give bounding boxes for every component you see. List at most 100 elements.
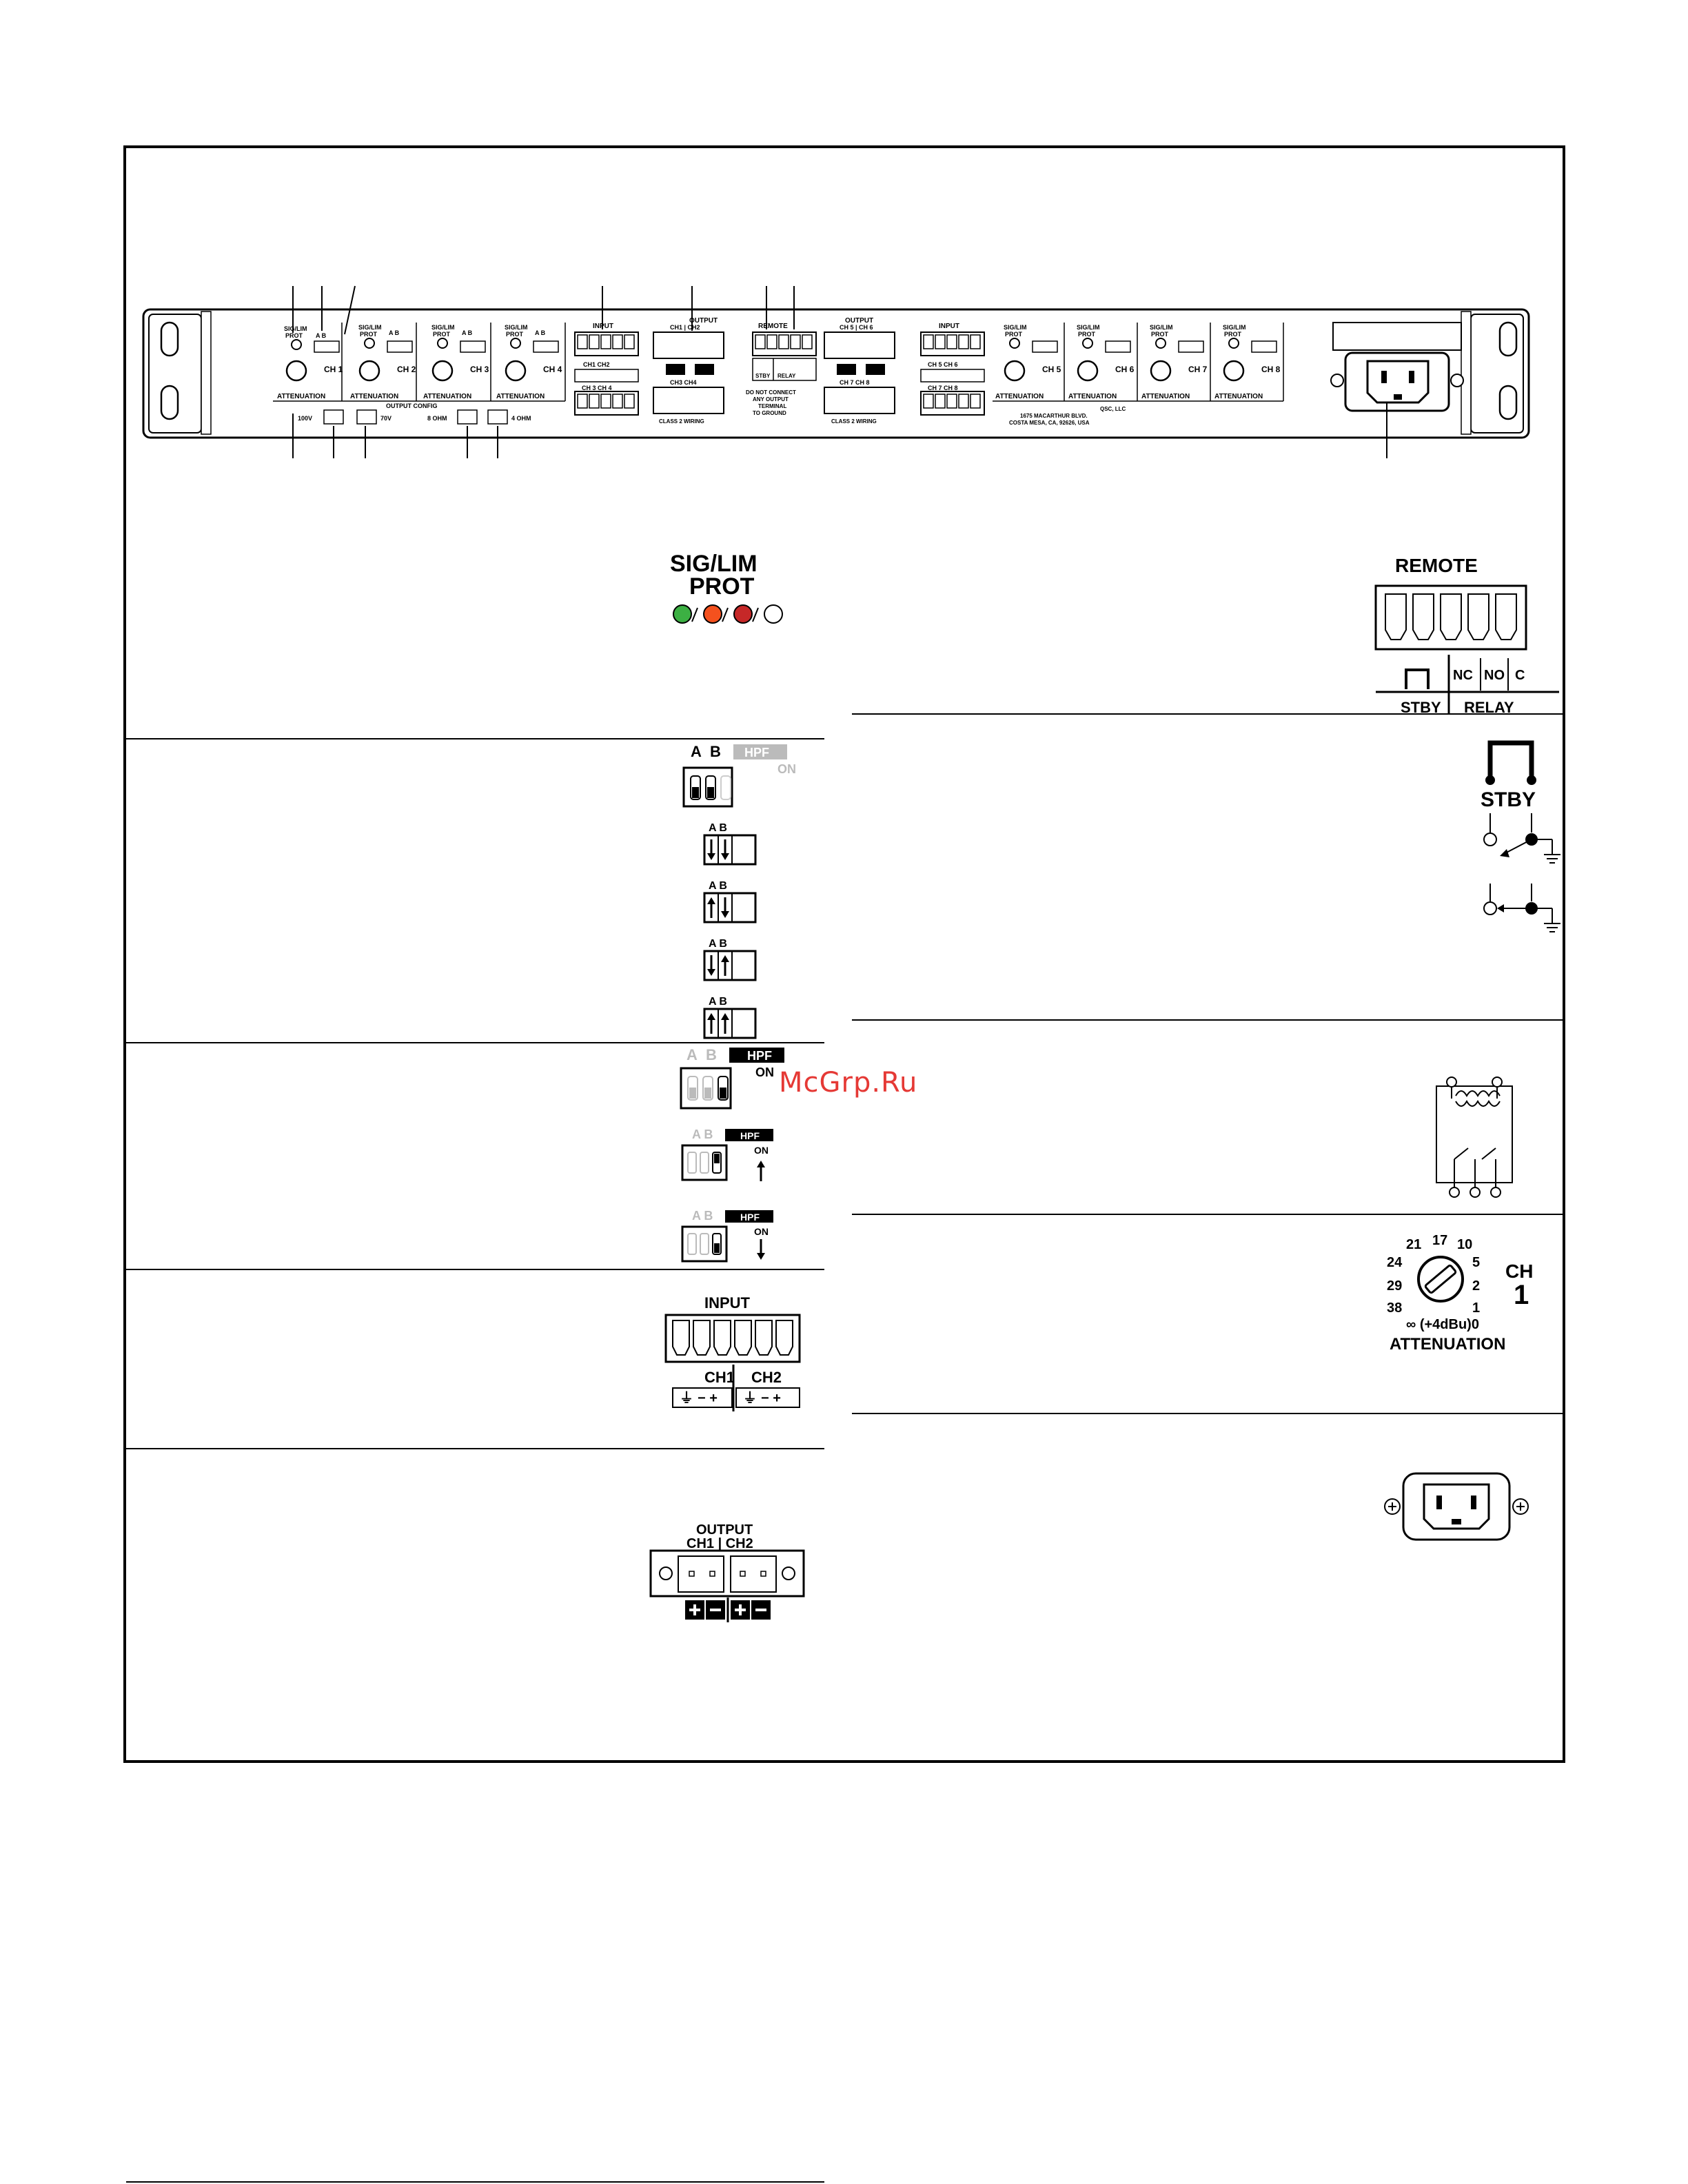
svg-text:TERMINAL: TERMINAL: [758, 403, 786, 409]
svg-text:A B: A B: [316, 332, 327, 339]
svg-text:PROT: PROT: [1151, 331, 1169, 338]
section-dividers: [126, 713, 1563, 1449]
svg-text:RELAY: RELAY: [777, 373, 796, 379]
panel-ch4-label: CH 4: [543, 365, 562, 374]
panel-remote: REMOTE STBY RELAY DO NOT CONNECT ANY OUT…: [746, 323, 817, 416]
input-ch2-label: CH2: [751, 1369, 782, 1386]
panel-ch2-label: CH 2: [397, 365, 416, 374]
panel-siglim-label-ch2: SIG/LIM: [358, 324, 382, 331]
svg-text:ATTENUATION: ATTENUATION: [350, 393, 398, 400]
svg-text:4 OHM: 4 OHM: [511, 415, 531, 422]
panel-output-config-label: OUTPUT CONFIG: [386, 402, 438, 409]
panel-output-left: OUTPUT CH1 | CH2 CH3 CH4 CLASS 2 WIRING: [653, 317, 724, 425]
remote-section: REMOTE STBY RELAY NC NO C: [1374, 555, 1559, 716]
siglim-section: SIG/LIM PROT: [670, 551, 783, 624]
svg-text:DO NOT CONNECT: DO NOT CONNECT: [746, 389, 796, 396]
svg-text:A: A: [687, 1046, 698, 1063]
svg-text:HPF: HPF: [744, 746, 769, 759]
svg-text:ON: ON: [777, 762, 796, 776]
panel-ch8-label: CH 8: [1261, 365, 1281, 374]
led-orange: [703, 604, 722, 624]
svg-text:SIG/LIM: SIG/LIM: [1223, 324, 1246, 331]
svg-text:B: B: [706, 1046, 717, 1063]
panel-channel-group-right: SIG/LIM PROT CH 5 ATTENUATION SIG/LIM PR…: [993, 323, 1284, 426]
stby-label: STBY: [1481, 788, 1536, 811]
svg-text:10: 10: [1457, 1237, 1472, 1252]
panel-ch3-label: CH 3: [470, 365, 489, 374]
input-ch1-label: CH1: [704, 1369, 735, 1386]
output-title: OUTPUT: [696, 1522, 753, 1538]
input-title: INPUT: [704, 1294, 751, 1312]
svg-text:ATTENUATION: ATTENUATION: [1214, 393, 1263, 400]
svg-text:PROT: PROT: [506, 331, 524, 338]
stby-section: STBY: [1481, 740, 1560, 932]
panel-input-right: INPUT CH 5 CH 6 CH 7 CH 8: [920, 323, 985, 416]
svg-text:CH 5 | CH 6: CH 5 | CH 6: [840, 324, 873, 331]
svg-text:ON: ON: [754, 1226, 769, 1237]
svg-text:SIG/LIM: SIG/LIM: [1077, 324, 1100, 331]
svg-text:OUTPUT: OUTPUT: [845, 317, 873, 325]
svg-text:A B: A B: [709, 938, 727, 950]
callout-arrows: [292, 285, 1387, 458]
rear-panel: SIG/LIM PROT A B CH 1 ATTENUATION SIG/LI…: [142, 285, 1530, 458]
svg-text:CLASS 2 WIRING: CLASS 2 WIRING: [831, 418, 877, 425]
svg-text:CH 7 CH 8: CH 7 CH 8: [840, 379, 870, 386]
svg-text:A: A: [691, 743, 702, 760]
svg-text:5: 5: [1472, 1255, 1480, 1270]
svg-text:17: 17: [1432, 1233, 1447, 1248]
svg-text:CLASS 2 WIRING: CLASS 2 WIRING: [659, 418, 704, 425]
input-section: INPUT CH1 CH2 ⏚ − + ⏚ − +: [664, 1294, 801, 1411]
svg-text:70V: 70V: [380, 415, 392, 422]
svg-text:ATTENUATION: ATTENUATION: [423, 393, 471, 400]
led-green: [673, 604, 692, 624]
svg-text:1675 MACARTHUR BLVD.: 1675 MACARTHUR BLVD.: [1020, 413, 1088, 419]
svg-text:2: 2: [1472, 1278, 1480, 1294]
svg-text:QSC, LLC: QSC, LLC: [1100, 406, 1126, 412]
outer-border: [123, 145, 1565, 1763]
svg-text:1: 1: [1514, 1280, 1529, 1310]
svg-text:21: 21: [1406, 1237, 1421, 1252]
panel-siglim-label-ch1: SIG/LIM: [284, 325, 307, 332]
svg-text:PROT: PROT: [360, 331, 378, 338]
svg-text:HPF: HPF: [747, 1049, 772, 1063]
svg-text:ON: ON: [755, 1065, 774, 1079]
svg-text:HPF: HPF: [740, 1212, 760, 1223]
svg-text:A B: A B: [709, 996, 727, 1008]
panel-channel-group-left: SIG/LIM PROT A B CH 1 ATTENUATION SIG/LI…: [273, 323, 566, 425]
svg-text:OUTPUT: OUTPUT: [689, 317, 718, 325]
attenuation-section: 21 17 10 24 5 29 2 38 1 ∞ (+4dBu)0 CH 1 …: [1387, 1233, 1533, 1354]
prot-title: PROT: [689, 573, 755, 600]
svg-text:PROT: PROT: [433, 331, 451, 338]
remote-title: REMOTE: [1395, 555, 1478, 576]
siglim-title: SIG/LIM: [670, 551, 757, 577]
attenuation-label: ATTENUATION: [1390, 1335, 1505, 1354]
led-off: [764, 604, 783, 624]
svg-text:ATTENUATION: ATTENUATION: [1141, 393, 1190, 400]
svg-text:REMOTE: REMOTE: [758, 323, 788, 330]
svg-text:ON: ON: [754, 1145, 769, 1156]
panel-siglim-label-ch3: SIG/LIM: [431, 324, 455, 331]
panel-ch6-label: CH 6: [1115, 365, 1135, 374]
sensing-dip-section: A B HPF ON A B A B A B A B: [682, 743, 796, 1039]
svg-text:SIG/LIM: SIG/LIM: [1004, 324, 1027, 331]
svg-text:HPF: HPF: [740, 1130, 760, 1141]
svg-text:SIG/LIM: SIG/LIM: [1150, 324, 1173, 331]
ac-inlet-section: [1384, 1472, 1529, 1541]
panel-ac-inlet: [1330, 322, 1464, 412]
svg-text:ATTENUATION: ATTENUATION: [496, 393, 545, 400]
svg-text:100V: 100V: [298, 415, 312, 422]
svg-text:CH3 CH4: CH3 CH4: [670, 379, 697, 386]
svg-text:A B: A B: [535, 329, 546, 336]
svg-text:A B: A B: [462, 329, 473, 336]
svg-text:CH 3 CH 4: CH 3 CH 4: [582, 385, 612, 391]
svg-text:1: 1: [1472, 1300, 1480, 1316]
svg-text:B: B: [710, 743, 721, 760]
panel-ch1-label: CH 1: [324, 365, 343, 374]
svg-text:− +: − +: [698, 1391, 718, 1406]
led-red: [733, 604, 753, 624]
svg-text:PROT: PROT: [285, 332, 303, 339]
svg-text:TO GROUND: TO GROUND: [753, 410, 786, 416]
svg-text:CH1 CH2: CH1 CH2: [583, 361, 610, 368]
svg-text:A B: A B: [692, 1127, 713, 1141]
